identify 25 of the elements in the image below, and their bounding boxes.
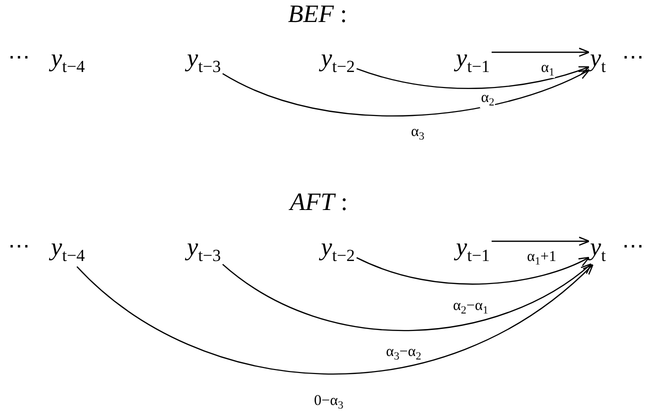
variable-label: y$_{t−1}$ — [455, 233, 491, 266]
curved-arrow — [492, 236, 590, 246]
ellipsis: ⋯ — [622, 235, 644, 257]
variable-label: y$_{t−2}$ — [320, 233, 356, 266]
section-heading: AFT : — [290, 190, 348, 215]
variable-label: y$_{t}$ — [589, 44, 607, 77]
curved-arrow — [222, 263, 592, 332]
curved-arrow — [356, 66, 590, 89]
curved-arrow — [492, 48, 590, 57]
edge-label: α$_{1}$+1 — [526, 250, 558, 268]
variable-label: y$_{t−1}$ — [455, 44, 491, 77]
edge-label: 0−α$_{3}$ — [313, 394, 344, 412]
variable-label: y$_{t−3}$ — [186, 233, 222, 266]
ellipsis: ⋯ — [622, 46, 644, 68]
variable-label: y$_{t−2}$ — [320, 44, 356, 77]
ellipsis: ⋯ — [8, 46, 30, 68]
ellipsis: ⋯ — [8, 235, 30, 257]
curved-arrow — [356, 256, 590, 285]
curved-arrow — [222, 70, 590, 116]
curved-arrow — [76, 264, 594, 374]
variable-label: y$_{t−4}$ — [50, 233, 86, 266]
variable-label: y$_{t−3}$ — [186, 44, 222, 77]
variable-label: y$_{t−4}$ — [50, 44, 86, 77]
section-heading: BEF : — [288, 2, 348, 27]
variable-label: y$_{t}$ — [589, 233, 607, 266]
